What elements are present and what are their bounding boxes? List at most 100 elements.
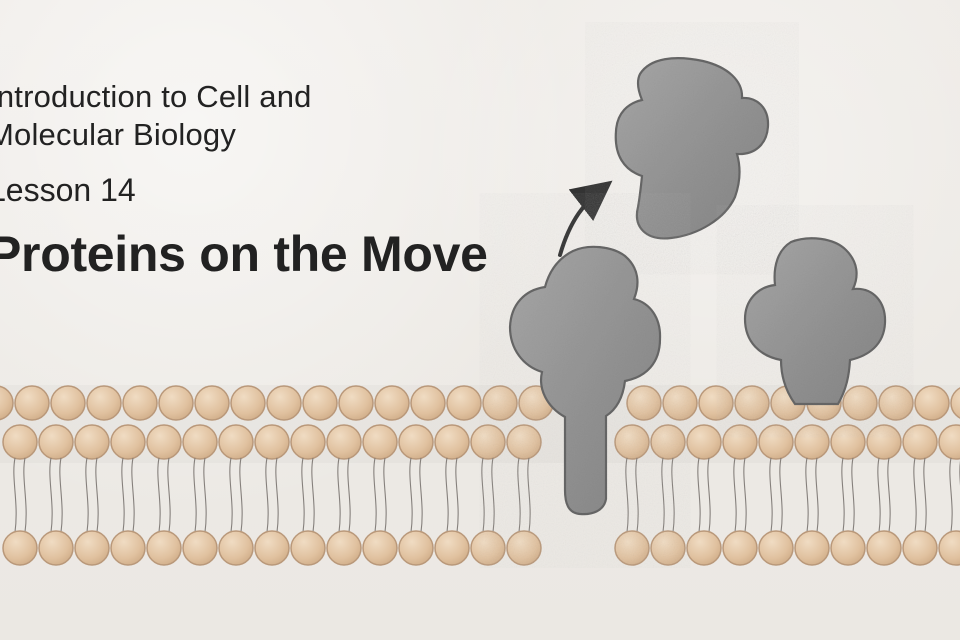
lipid-head-bottom [938, 530, 960, 566]
lipid-head-front [902, 424, 938, 460]
lipid-head-back [86, 385, 122, 421]
lipid-head-back [842, 385, 878, 421]
lipid-tail [887, 457, 891, 533]
lipid-tail [913, 457, 917, 533]
protein-group [508, 57, 887, 516]
lipid-head-front [830, 424, 866, 460]
membrane-protein-right-icon [743, 237, 887, 406]
lipid-tail [625, 457, 629, 533]
lipid-head-front [506, 424, 542, 460]
lipid-head-back [302, 385, 338, 421]
lipid-tail [239, 457, 243, 533]
lipid-head-back [374, 385, 410, 421]
membrane-back-row [0, 385, 960, 421]
lipid-head-front [470, 424, 506, 460]
lipid-head-back [0, 385, 14, 421]
lipid-tail [419, 457, 423, 533]
lipid-tail [301, 457, 305, 533]
lipid-head-front [290, 424, 326, 460]
lipid-head-bottom [326, 530, 362, 566]
lipid-head-bottom [722, 530, 758, 566]
lipid-tail [131, 457, 135, 533]
lipid-tail [527, 457, 531, 533]
lipid-head-bottom [290, 530, 326, 566]
lipid-head-bottom [902, 530, 938, 566]
lipid-tails [13, 457, 960, 533]
lipid-head-front [182, 424, 218, 460]
transport-arrow-icon [558, 180, 613, 257]
lipid-head-back [950, 387, 960, 419]
lesson-title: Proteins on the Move [0, 226, 488, 282]
lipid-tail [491, 457, 495, 533]
lipid-head-front [650, 424, 686, 460]
membrane-protein-left-icon [508, 245, 662, 516]
lipid-head-bottom [2, 530, 38, 566]
lipid-head-back [410, 385, 446, 421]
lipid-tail [347, 457, 351, 533]
lipid-head-front [362, 424, 398, 460]
lipid-head-bottom [362, 530, 398, 566]
lipid-head-front [938, 424, 960, 460]
lipid-head-back [194, 385, 230, 421]
lipid-tail [265, 457, 269, 533]
lipid-tail [815, 457, 819, 533]
lipid-head-back [698, 385, 734, 421]
lipid-tail [445, 457, 449, 533]
lipid-tail [805, 457, 809, 533]
lipid-head-front [146, 424, 182, 460]
membrane-bottom-row [2, 530, 960, 566]
lipid-head-bottom [470, 530, 506, 566]
lipid-head-bottom [434, 530, 470, 566]
lipid-tail [841, 457, 845, 533]
lipid-tail [85, 457, 89, 533]
lipid-tail [743, 457, 747, 533]
lipid-head-bottom [866, 530, 902, 566]
lipid-tail [733, 457, 737, 533]
lipid-tail [769, 457, 773, 533]
lipid-head-front [326, 424, 362, 460]
lipid-head-bottom [614, 530, 650, 566]
lipid-head-front [434, 424, 470, 460]
lipid-tail [455, 457, 459, 533]
lipid-head-front [758, 424, 794, 460]
lipid-head-bottom [146, 530, 182, 566]
lipid-tail [481, 457, 485, 533]
lipid-head-front [2, 424, 38, 460]
lipid-head-bottom [686, 530, 722, 566]
lipid-head-back [482, 385, 518, 421]
lipid-head-bottom [254, 530, 290, 566]
lipid-head-bottom [506, 530, 542, 566]
course-title: Introduction to Cell and Molecular Biolo… [0, 79, 312, 152]
membrane-front-row [2, 424, 960, 460]
lipid-head-front [218, 424, 254, 460]
lipid-head-front [110, 424, 146, 460]
lipid-head-back [14, 385, 50, 421]
title-block: Introduction to Cell and Molecular Biolo… [0, 78, 488, 283]
lipid-tail [59, 457, 63, 533]
lipid-head-bottom [218, 530, 254, 566]
lipid-tail [95, 457, 99, 533]
lipid-tail [167, 457, 171, 533]
lipid-head-bottom [110, 530, 146, 566]
lipid-head-bottom [650, 530, 686, 566]
lipid-head-back [338, 385, 374, 421]
lipid-tail [49, 457, 53, 533]
lipid-tail [373, 457, 377, 533]
lipid-head-back [914, 385, 950, 421]
lipid-head-back [662, 385, 698, 421]
lipid-head-back [122, 385, 158, 421]
lipid-head-back [158, 385, 194, 421]
lipid-tail [409, 457, 413, 533]
lipid-tail [671, 457, 675, 533]
lipid-head-front [398, 424, 434, 460]
lipid-head-bottom [830, 530, 866, 566]
lipid-tail [193, 457, 197, 533]
lipid-head-back [50, 385, 86, 421]
lipid-head-back [230, 385, 266, 421]
lipid-head-front [866, 424, 902, 460]
lipid-head-back [734, 385, 770, 421]
released-protein-icon [614, 57, 770, 240]
lipid-head-bottom [74, 530, 110, 566]
lipid-tail [923, 457, 927, 533]
